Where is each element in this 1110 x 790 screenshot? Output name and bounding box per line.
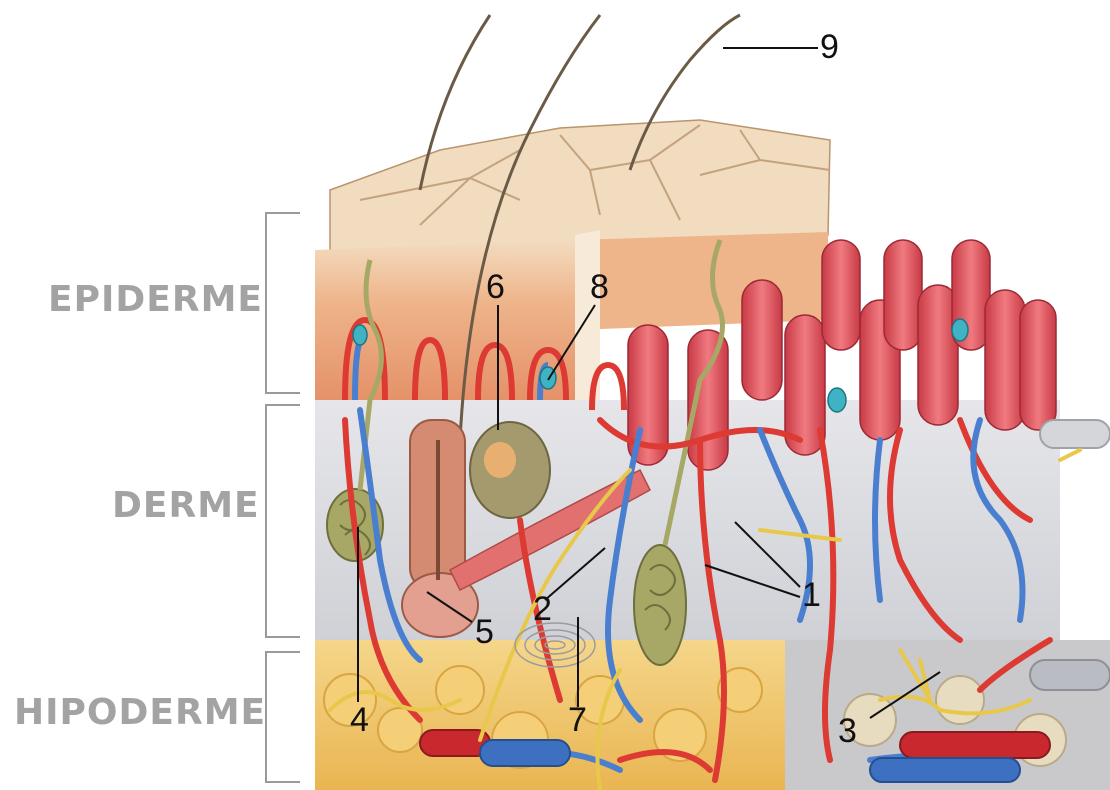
layer-label-epiderme: EPIDERME (48, 279, 263, 320)
callout-3: 3 (838, 714, 857, 748)
callout-6: 6 (486, 270, 505, 304)
layer-label-derme: DERME (112, 485, 260, 526)
layer-label-hipoderme: HIPODERME (14, 692, 266, 733)
callout-5: 5 (475, 615, 494, 649)
callout-4: 4 (350, 703, 369, 737)
callout-8: 8 (590, 270, 609, 304)
callout-1: 1 (802, 578, 821, 612)
layer-brackets (266, 213, 300, 782)
callout-9: 9 (820, 30, 839, 64)
callout-2: 2 (533, 592, 552, 626)
callout-7: 7 (568, 703, 587, 737)
